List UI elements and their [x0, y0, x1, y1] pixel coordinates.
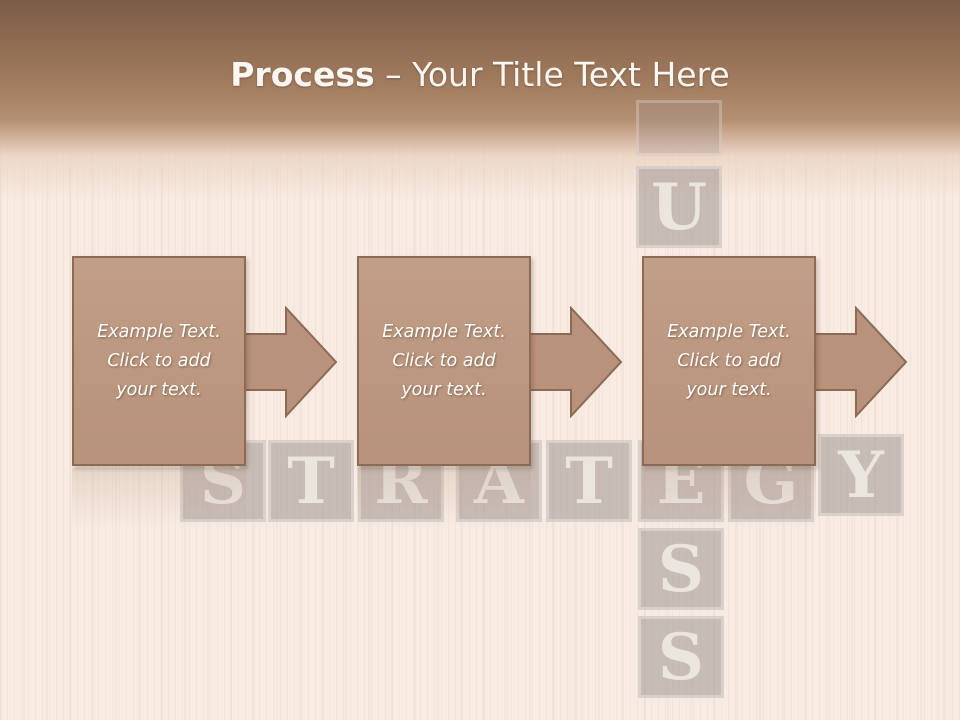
box-reflection	[642, 468, 816, 528]
process-step-3[interactable]: Example Text. Click to add your text.	[642, 256, 816, 466]
step-text[interactable]: Example Text. Click to add your text.	[667, 321, 791, 400]
tile-letter: U	[636, 166, 722, 248]
tile-letter: T	[268, 440, 354, 522]
box-reflection	[357, 468, 531, 528]
tile-letter: S	[638, 528, 724, 610]
step-text[interactable]: Example Text. Click to add your text.	[97, 321, 221, 400]
tile-letter	[636, 100, 722, 156]
title-bold: Process	[230, 55, 375, 94]
header-band	[0, 0, 960, 200]
tile-letter: Y	[818, 434, 904, 516]
box-reflection	[72, 468, 246, 528]
title-rest: – Your Title Text Here	[374, 55, 730, 94]
slide-title[interactable]: Process – Your Title Text Here	[0, 55, 960, 95]
arrow-right-icon	[242, 306, 338, 418]
arrow-right-icon	[527, 306, 623, 418]
arrow-right-icon	[812, 306, 908, 418]
tile-letter: T	[546, 440, 632, 522]
tile-letter: S	[638, 616, 724, 698]
process-step-1[interactable]: Example Text. Click to add your text.	[72, 256, 246, 466]
step-text[interactable]: Example Text. Click to add your text.	[382, 321, 506, 400]
process-step-2[interactable]: Example Text. Click to add your text.	[357, 256, 531, 466]
